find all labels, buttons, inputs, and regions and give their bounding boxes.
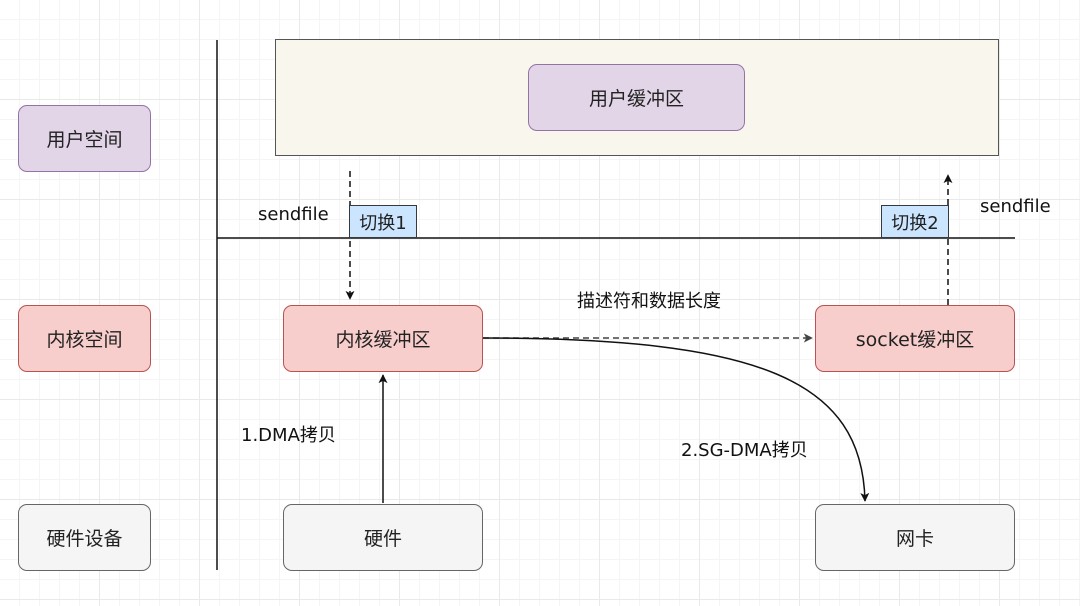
sendfile-label-left: sendfile bbox=[258, 204, 329, 225]
dma-copy-label: 1.DMA拷贝 bbox=[241, 425, 336, 446]
kernel-buffer-node: 内核缓冲区 bbox=[283, 305, 483, 372]
socket-buffer-node: socket缓冲区 bbox=[815, 305, 1015, 372]
hardware-node: 硬件 bbox=[283, 504, 483, 571]
context-switch-2-tag: 切换2 bbox=[881, 205, 949, 238]
sendfile-label-right: sendfile bbox=[980, 196, 1051, 217]
sg-dma-copy-arrow bbox=[482, 337, 870, 502]
user-buffer-node: 用户缓冲区 bbox=[528, 64, 745, 131]
descriptor-label: 描述符和数据长度 bbox=[577, 291, 721, 312]
lane-label-hardware-devices: 硬件设备 bbox=[18, 504, 151, 571]
sg-dma-copy-label: 2.SG-DMA拷贝 bbox=[681, 440, 808, 461]
lane-label-kernel-space: 内核空间 bbox=[18, 305, 151, 372]
context-switch-1-tag: 切换1 bbox=[349, 205, 417, 238]
nic-node: 网卡 bbox=[815, 504, 1015, 571]
lane-label-user-space: 用户空间 bbox=[18, 105, 151, 172]
